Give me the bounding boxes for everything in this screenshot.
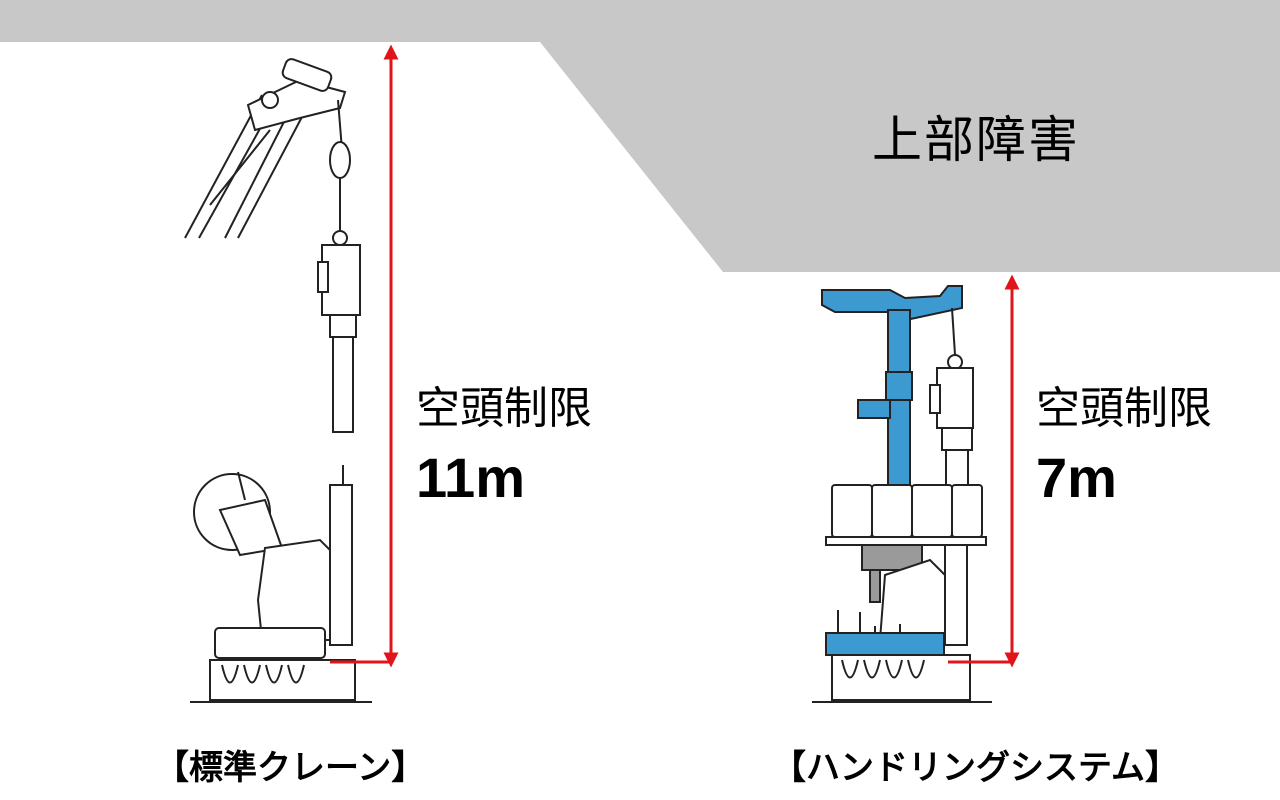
handling-system-illustration <box>812 285 992 703</box>
left-clearance-label: 空頭制限 <box>416 383 592 434</box>
standard-crane-illustration <box>184 58 372 703</box>
overhead-obstacle-label: 上部障害 <box>872 111 1080 169</box>
left-clearance-value: 11m <box>416 446 525 509</box>
right-clearance-value: 7m <box>1036 446 1117 509</box>
handling-system-caption: 【ハンドリングシステム】 <box>772 748 1179 788</box>
standard-crane-caption: 【標準クレーン】 <box>155 748 426 788</box>
overhead-obstacle <box>0 0 1280 272</box>
right-clearance-label: 空頭制限 <box>1036 383 1212 434</box>
